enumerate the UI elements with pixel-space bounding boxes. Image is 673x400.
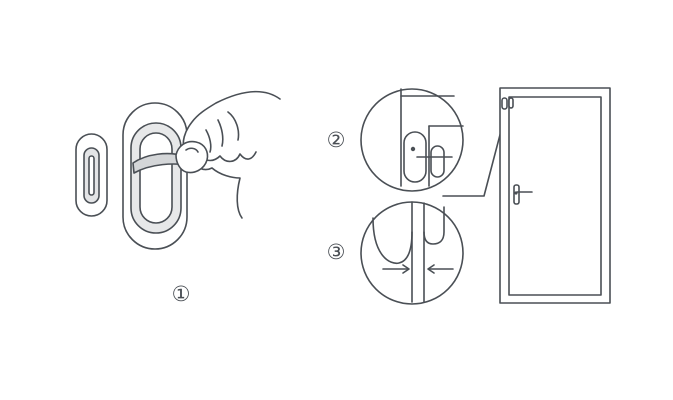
zoom-circle-gap <box>360 201 464 305</box>
zoom-circle-aligned <box>360 88 464 192</box>
step-3-label: ③ <box>327 240 346 264</box>
magnet-piece <box>75 133 108 217</box>
step-2-label: ② <box>327 128 346 152</box>
step-1-label: ① <box>172 282 191 306</box>
hand-icon <box>175 90 281 219</box>
door-icon <box>499 87 611 304</box>
sensor-body <box>122 102 188 250</box>
